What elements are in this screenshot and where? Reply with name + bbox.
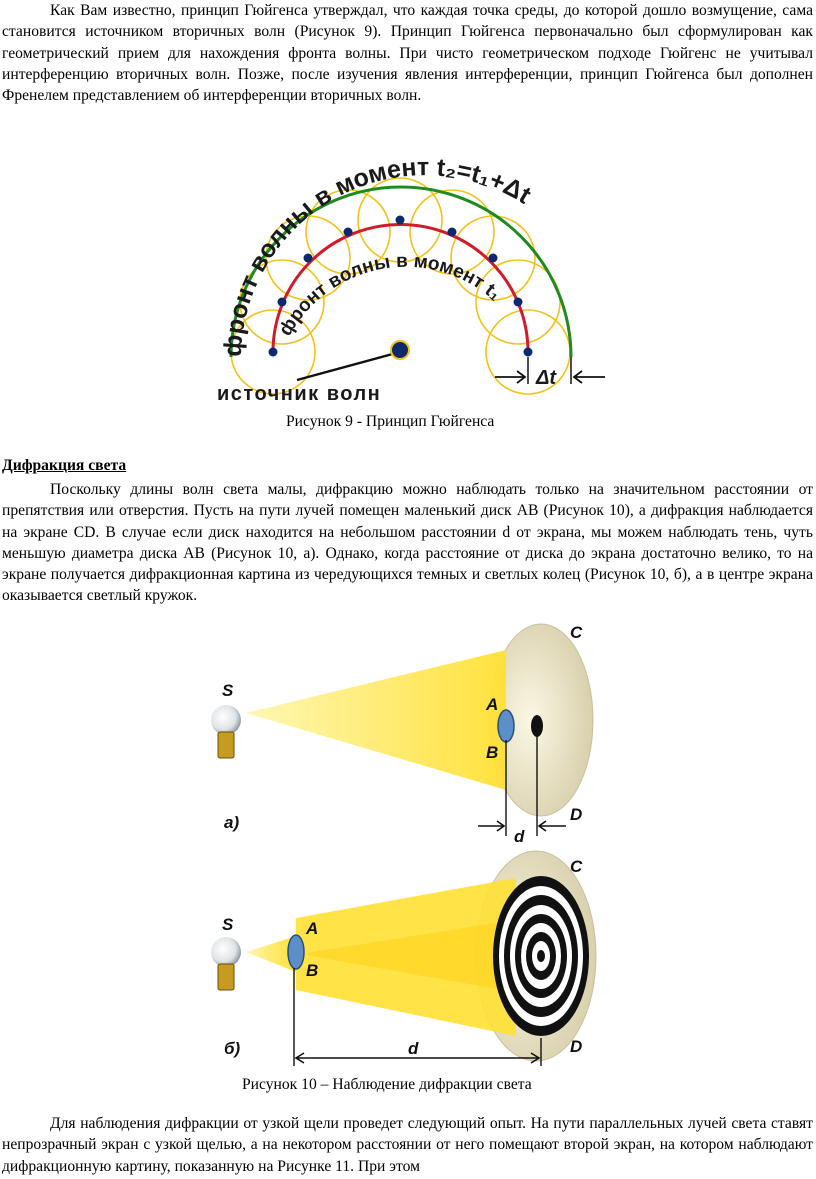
bulb-base-a xyxy=(217,731,235,759)
secondary-sources xyxy=(268,215,533,357)
label-b-a: B xyxy=(486,743,498,762)
label-distance-b: d xyxy=(408,1039,419,1058)
panel-a-tag: а) xyxy=(224,813,239,832)
inner-wave-front xyxy=(271,223,530,353)
diffraction-rings-b xyxy=(493,876,589,1036)
delta-arrow-left xyxy=(495,370,527,384)
label-a-a: A xyxy=(485,695,498,714)
bulb-b xyxy=(211,937,241,967)
distance-arrow-a xyxy=(478,820,566,832)
bulb-base-b xyxy=(217,963,235,991)
label-c-b: C xyxy=(570,857,583,876)
panel-b: S A B C D d б) xyxy=(211,850,597,1066)
section-heading: Дифракция света xyxy=(2,457,127,474)
disk-ab-a xyxy=(497,709,515,743)
slit-paragraph: Для наблюдения дифракции от узкой щели п… xyxy=(2,1115,813,1175)
label-s-b: S xyxy=(222,915,234,934)
light-beam-a xyxy=(246,650,506,790)
label-s-a: S xyxy=(222,681,234,700)
figure-10-diffraction-diagram: S A B C D d а) S A B C xyxy=(211,623,597,1066)
figure-10-caption: Рисунок 10 – Наблюдение дифракции света xyxy=(242,1076,532,1093)
disk-shadow-cone-b xyxy=(300,918,526,994)
delta-label: Δt xyxy=(535,367,557,389)
label-d-a: D xyxy=(570,805,582,824)
source-pointer-line xyxy=(296,350,401,382)
source-label: источник волн xyxy=(217,383,381,402)
label-d-b: D xyxy=(570,1037,582,1056)
label-distance-a: d xyxy=(514,827,525,846)
disk-shadow-a xyxy=(531,715,543,737)
figure-9-huygens-diagram: фронт волны в момент t₂=t₁+Δt фронт волн… xyxy=(217,153,605,402)
wave-source-dot xyxy=(390,340,410,360)
label-a-b: A xyxy=(305,919,318,938)
secondary-wavelets xyxy=(230,177,571,395)
panel-b-tag: б) xyxy=(224,1039,241,1058)
light-beam-b-near xyxy=(246,936,296,972)
intro-paragraph: Как Вам известно, принцип Гюйгенса утвер… xyxy=(2,2,813,105)
label-c-a: C xyxy=(570,623,583,642)
diffraction-paragraph: Поскольку длины волн света малы, дифракц… xyxy=(2,481,813,605)
delta-arrow-right xyxy=(572,370,605,384)
figure-9-caption: Рисунок 9 - Принцип Гюйгенса xyxy=(286,413,495,430)
label-b-b: B xyxy=(306,961,318,980)
bulb-a xyxy=(211,705,241,735)
outer-wave-front xyxy=(229,185,573,358)
distance-arrow-b xyxy=(294,1052,541,1064)
disk-ab-b xyxy=(287,934,305,970)
panel-a: S A B C D d а) xyxy=(211,623,594,846)
